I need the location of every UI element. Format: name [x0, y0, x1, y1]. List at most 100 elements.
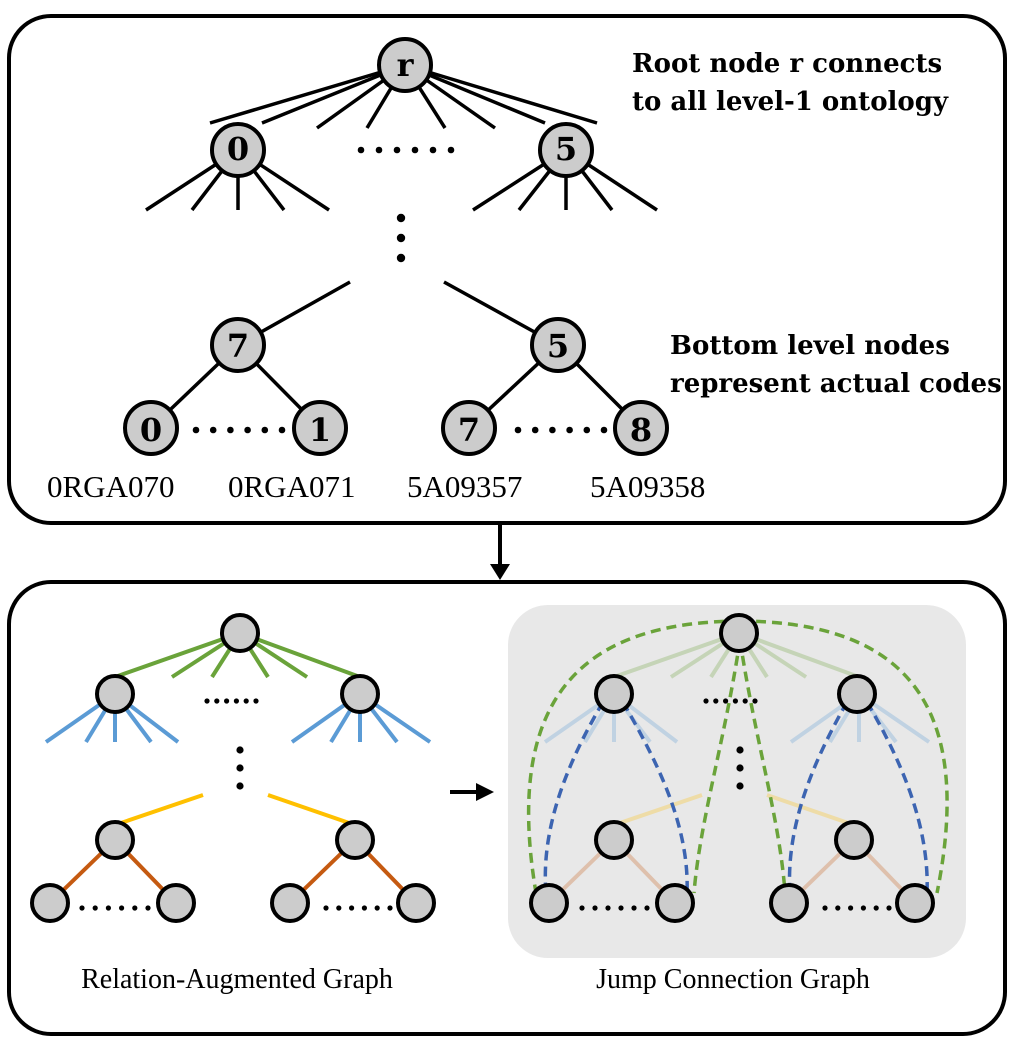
panel-arrow-head: [490, 564, 510, 580]
jump-edge-level1: [787, 701, 849, 894]
ellipsis-dot: [233, 698, 239, 704]
ellipsis-dot: [873, 905, 879, 911]
relation-edge-parent: [613, 793, 703, 827]
root-node: [719, 613, 759, 653]
left-caption: Relation-Augmented Graph: [81, 964, 393, 995]
ellipsis-dot: [253, 698, 259, 704]
node-label-parent: 5: [547, 327, 569, 365]
ellipsis-dot: [357, 146, 365, 154]
ellipsis-dot: [396, 213, 406, 223]
leaf-node: [769, 883, 809, 923]
ellipsis-dot: [278, 426, 286, 434]
ellipsis-dot: [631, 905, 637, 911]
ellipsis-dot: [387, 905, 393, 911]
ellipsis-dot: [822, 905, 828, 911]
ellipsis-dot: [192, 426, 200, 434]
ellipsis-dot: [411, 146, 419, 154]
root-node: [377, 37, 433, 93]
parent-node: [594, 820, 634, 860]
relation-edge-parent: [114, 793, 204, 827]
ellipsis-dot: [243, 698, 249, 704]
jump-edge-root: [692, 639, 742, 894]
ellipsis-dot: [723, 698, 729, 704]
node-label-root: r: [397, 46, 415, 84]
bottom-panel-frame: [7, 580, 1007, 1036]
leaf-node: [613, 400, 669, 456]
ellipsis-dot: [336, 905, 342, 911]
leaf-node: [895, 883, 935, 923]
annotation-root-line2: to all level-1 ontology: [632, 87, 949, 117]
level1-node: [95, 674, 135, 714]
leaf-node: [123, 400, 179, 456]
parent-node: [210, 317, 266, 373]
code-label: 5A09357: [407, 469, 522, 504]
ellipsis-dot: [736, 782, 744, 790]
leaf-node: [292, 400, 348, 456]
ellipsis-dot: [860, 905, 867, 911]
root-node: [220, 613, 260, 653]
ellipsis-dot: [713, 698, 719, 704]
ellipsis-dot: [227, 426, 234, 434]
level1-node: [340, 674, 380, 714]
relation-edge-root: [114, 631, 241, 679]
ellipsis-dot: [224, 698, 230, 704]
top-tree-edges: [145, 63, 658, 430]
ellipsis-dot: [145, 905, 151, 911]
leaf-node: [529, 883, 569, 923]
leaf-node: [441, 400, 497, 456]
ellipsis-dot: [396, 253, 406, 263]
ellipsis-dot: [349, 905, 355, 911]
tree-edge: [209, 63, 406, 125]
jump-edge-root: [739, 619, 949, 894]
transform-arrow-head: [476, 783, 494, 801]
ellipsis-dot: [752, 698, 758, 704]
ellipsis-dot: [236, 764, 244, 772]
ellipsis-dot: [566, 426, 573, 434]
leaf-node: [655, 883, 695, 923]
node-label-level1: 5: [555, 130, 577, 168]
parent-node: [834, 820, 874, 860]
ellipsis-dot: [79, 905, 85, 911]
ellipsis-dot: [236, 746, 244, 754]
level1-node: [837, 674, 877, 714]
jump-edge-root: [526, 619, 741, 894]
ellipsis-dot: [119, 905, 125, 911]
ellipsis-dot: [514, 426, 522, 434]
ellipsis-dot: [549, 426, 556, 434]
ellipsis-dot: [214, 698, 220, 704]
ellipsis-dot: [848, 905, 854, 911]
ellipsis-dot: [209, 426, 217, 434]
ellipsis-dot: [236, 782, 244, 790]
relation-edge-parent: [267, 793, 356, 827]
node-label-leaf: 8: [630, 411, 652, 449]
ellipsis-dot: [618, 905, 624, 911]
ellipsis-dot: [736, 764, 744, 772]
tree-nodes: [30, 37, 935, 923]
node-label-parent: 7: [227, 327, 249, 365]
relation-edge-root: [239, 631, 361, 679]
ellipsis-dot: [835, 905, 841, 911]
ellipsis-dot: [92, 905, 98, 911]
ellipsis-dot: [592, 905, 598, 911]
ellipsis-dot: [396, 233, 406, 243]
ellipsis-dot: [261, 426, 269, 434]
ellipsis-dot: [579, 905, 585, 911]
jump-edge-level1: [543, 701, 605, 894]
ellipsis-dot: [132, 905, 138, 911]
ellipsis-dot: [736, 746, 744, 754]
node-label-leaf: 7: [458, 411, 480, 449]
ellipsis-dot: [429, 146, 437, 154]
jump-edge-level1: [865, 701, 929, 894]
ellipsis-dot: [583, 426, 591, 434]
ellipsis-dot: [447, 146, 455, 154]
parent-node: [335, 820, 375, 860]
ellipsis-dot: [374, 905, 380, 911]
ellipsis-dot: [105, 905, 111, 911]
annotation-root-line1: Root node r connects: [632, 49, 942, 79]
tree-edge: [404, 63, 598, 125]
ellipsis-dot: [703, 698, 709, 704]
level1-node: [210, 122, 266, 178]
ellipsis-dot: [886, 905, 892, 911]
leaf-node: [396, 883, 436, 923]
